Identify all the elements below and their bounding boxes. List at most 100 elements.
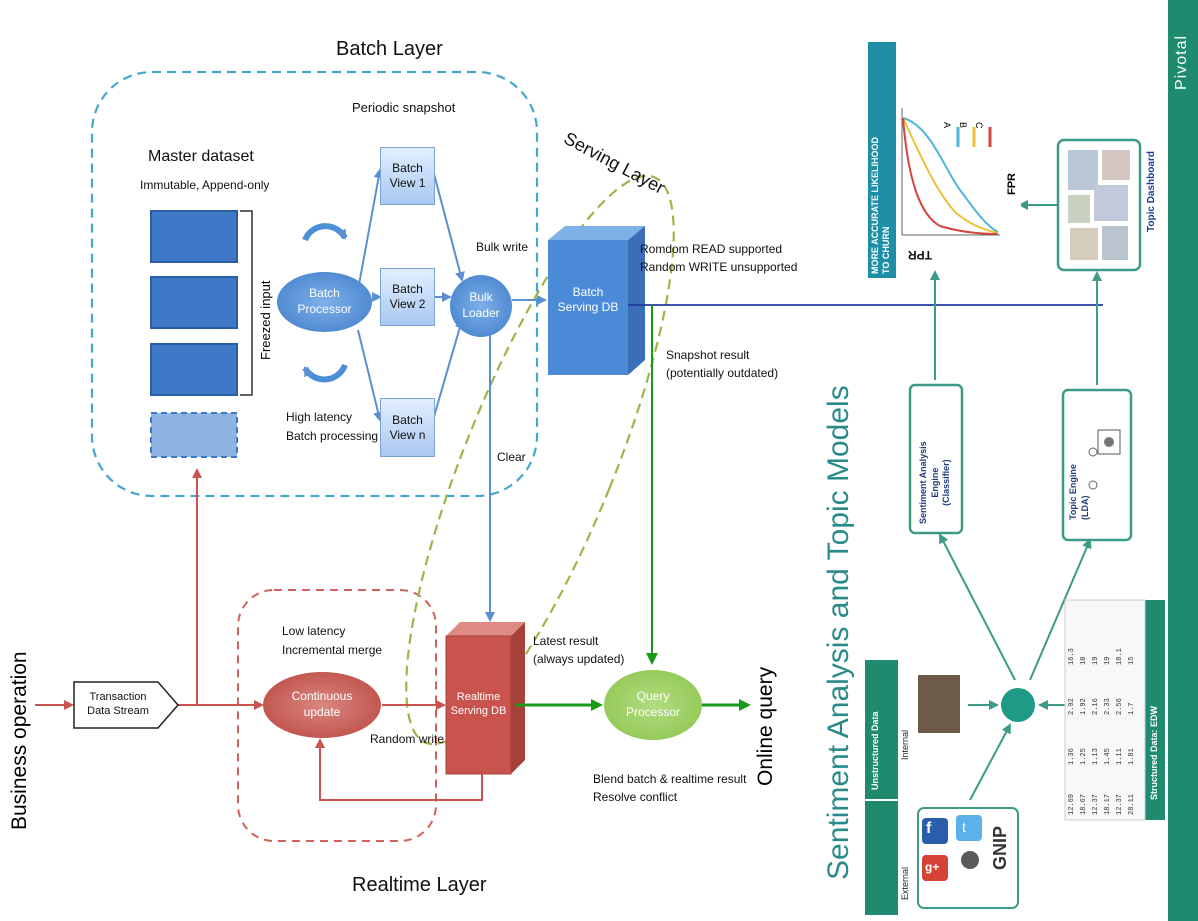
transaction-line2: Data Stream xyxy=(87,705,149,717)
realtime-db-line2: Serving DB xyxy=(450,705,507,717)
realtime-db-line1: Realtime xyxy=(456,691,501,704)
topic-engine-line1: Topic Engine xyxy=(1068,464,1078,520)
query-line1: Query xyxy=(636,689,670,704)
blend-line2: Resolve conflict xyxy=(593,790,678,804)
immutable-label: Immutable, Append-only xyxy=(140,178,270,192)
sentiment-line2: Engine xyxy=(929,467,940,498)
master-block-new xyxy=(150,412,238,458)
transaction-shape xyxy=(73,681,179,729)
edw-table-cell: 1.36 xyxy=(1068,748,1076,765)
edw-table-cell: 1.45 xyxy=(1104,748,1112,765)
high-latency-line2: Batch processing xyxy=(286,428,379,443)
google-plus-icon: g+ xyxy=(925,860,940,874)
batch-view-1-line2: View 1 xyxy=(389,176,426,190)
tpr-label: TPR xyxy=(908,248,932,262)
batch-db-top xyxy=(548,226,645,240)
batch-db-front xyxy=(548,240,628,375)
edw-table-cell: 18.67 xyxy=(1080,793,1088,815)
blend-label: Blend batch & realtime result Resolve co… xyxy=(593,770,746,806)
topic-engine-line2: (LDA) xyxy=(1079,495,1090,521)
pivotal-brand: Pivotal xyxy=(1173,34,1190,90)
random-write-label: Random write xyxy=(370,732,445,746)
topic-engine-box xyxy=(1061,388,1133,542)
bulk-loader-line1: Bulk xyxy=(469,290,493,305)
edw-table-cell: 12.69 xyxy=(1068,793,1076,815)
edw-table-cell: 28.11 xyxy=(1128,793,1136,815)
edw-table-cell: 19 xyxy=(1104,656,1112,665)
legend-b: B xyxy=(958,122,968,129)
batch-processor-line2: Processor xyxy=(297,302,352,316)
latest-result-label: Latest result (always updated) xyxy=(533,632,624,668)
twitter-icon: t xyxy=(962,819,966,835)
structured-data-label: Structured Data: EDW xyxy=(1149,705,1159,800)
sentiment-engine-box xyxy=(908,383,964,535)
bulk-write-label: Bulk write xyxy=(476,240,529,254)
freezed-input-label: Freezed input xyxy=(258,280,273,361)
topic-dashboard-label: Topic Dashboard xyxy=(1146,151,1157,232)
batch-db-side xyxy=(628,226,645,375)
edw-table-cell: 12.37 xyxy=(1092,793,1100,815)
sentiment-line1: Sentiment Analysis xyxy=(918,441,928,524)
business-operation-label: Business operation xyxy=(8,651,31,830)
topic-engine-label: Topic Engine (LDA) xyxy=(1068,464,1091,520)
serving-layer-region xyxy=(405,174,675,746)
edw-table-cell: 2.56 xyxy=(1116,698,1124,715)
sentiment-line3: (Classifier) xyxy=(941,459,952,506)
chart-caption-bar xyxy=(868,42,896,278)
snapshot-line2: (potentially outdated) xyxy=(666,366,779,380)
snapshot-result-label: Snapshot result (potentially outdated) xyxy=(666,346,778,382)
sentiment-engine-label: Sentiment Analysis Engine (Classifier) xyxy=(918,441,953,524)
batch-view-2-line2: View 2 xyxy=(389,297,426,311)
edw-table-cell: 12.37 xyxy=(1116,793,1124,815)
edw-table-cell: 16.3 xyxy=(1068,648,1076,665)
high-latency-line1: High latency xyxy=(286,410,353,424)
face-photo xyxy=(918,675,960,733)
pivotal-bar xyxy=(1168,0,1198,921)
external-label: External xyxy=(900,866,910,900)
chart-caption-line2: TO CHURN xyxy=(880,226,891,274)
fpr-label: FPR xyxy=(1006,173,1018,195)
edw-table-cell: 2.02 xyxy=(1068,698,1076,715)
batch-layer-title: Batch Layer xyxy=(336,38,443,60)
low-latency-line2: Incremental merge xyxy=(282,642,383,657)
edw-table-cell: 1.81 xyxy=(1128,748,1136,765)
transaction-line1: Transaction xyxy=(89,691,147,704)
random-read-label: Romdom READ supported Random WRITE unsup… xyxy=(640,240,797,276)
chart-caption: MORE ACCURATE LIKELIHOOD TO CHURN xyxy=(870,137,892,274)
edw-table-row: 12.69 1.36 2.02 16.3 xyxy=(1068,605,1080,815)
edw-table-cell: 15 xyxy=(1128,656,1136,665)
legend-c: C xyxy=(974,122,984,129)
chart-caption-line1: MORE ACCURATE LIKELIHOOD xyxy=(870,137,880,274)
clear-label: Clear xyxy=(497,450,526,464)
latest-line1: Latest result xyxy=(533,634,599,648)
continuous-line1: Continuous xyxy=(291,689,353,704)
online-query-label: Online query xyxy=(754,666,777,786)
blend-line1: Blend batch & realtime result xyxy=(593,772,747,786)
freezed-bracket xyxy=(240,210,253,396)
continuous-line2: update xyxy=(303,705,341,719)
edw-table-cell: 1.92 xyxy=(1080,698,1088,715)
batch-processor-line1: Batch xyxy=(309,286,340,301)
edw-table-cell: 1.25 xyxy=(1080,748,1088,765)
edw-table-cell: 18.17 xyxy=(1104,793,1112,815)
realtime-layer-region xyxy=(237,589,437,842)
random-read-line1: Romdom READ supported xyxy=(640,242,783,256)
master-dataset-label: Master dataset xyxy=(148,148,254,165)
realtime-layer-title: Realtime Layer xyxy=(352,874,487,896)
batch-view-1-line1: Batch xyxy=(392,161,423,175)
